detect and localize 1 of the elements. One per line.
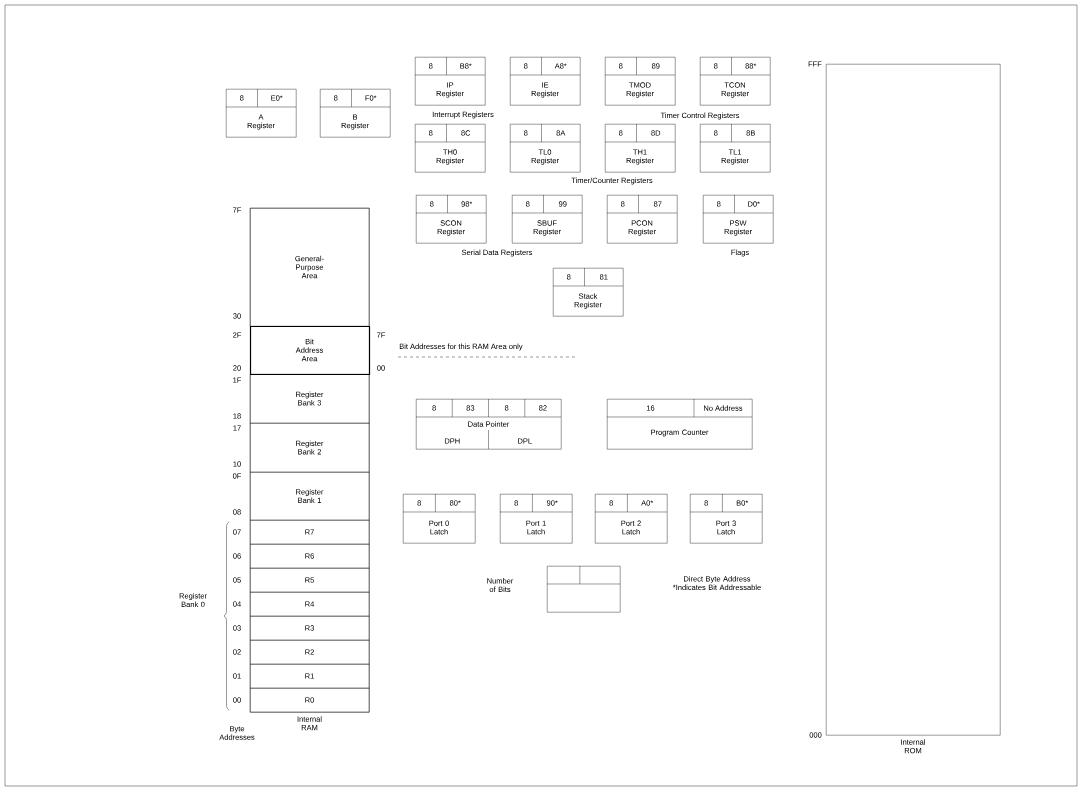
key-box (546, 565, 621, 613)
